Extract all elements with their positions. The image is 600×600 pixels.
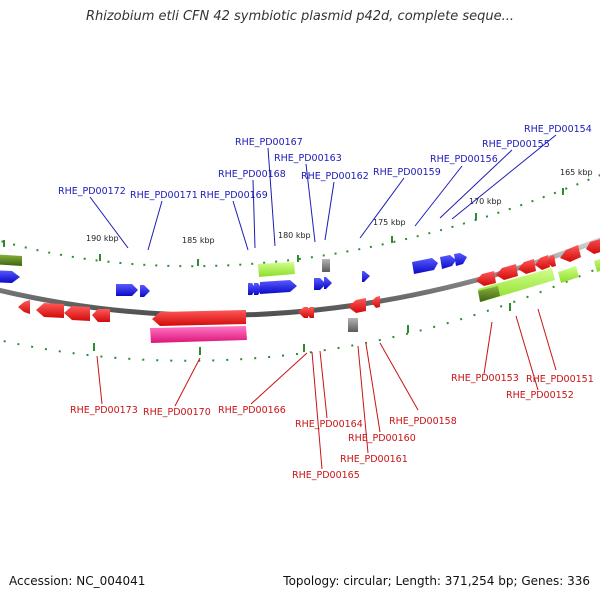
reverse-cds	[18, 300, 30, 314]
reverse-cds	[36, 303, 64, 318]
other-feature	[0, 254, 22, 266]
gene-label: RHE_PD00154	[524, 124, 592, 135]
reverse-cds	[547, 255, 556, 267]
gene-label: RHE_PD00152	[506, 390, 574, 401]
gene-label: RHE_PD00162	[301, 171, 369, 182]
rna-feature	[558, 266, 579, 283]
reverse-cds	[496, 264, 518, 280]
forward-cds	[0, 270, 20, 283]
forward-cds	[260, 280, 297, 294]
gene-label: RHE_PD00173	[70, 405, 138, 416]
accession-text: Accession: NC_004041	[9, 574, 146, 588]
misc-feature	[322, 259, 330, 272]
gene-label: RHE_PD00161	[340, 454, 408, 465]
gene-label: RHE_PD00172	[58, 186, 126, 197]
gene-label: RHE_PD00158	[389, 416, 457, 427]
forward-cds	[140, 285, 150, 297]
forward-cds-features	[0, 253, 467, 297]
reverse-cds-features	[18, 239, 600, 326]
tick-label: 175 kbp	[373, 218, 406, 227]
gene-label: RHE_PD00164	[295, 419, 363, 430]
gene-label: RHE_PD00168	[218, 169, 286, 180]
outer-major-ticks	[3, 188, 564, 266]
leader-lines-bottom	[96, 308, 557, 470]
reverse-cds	[371, 296, 380, 308]
forward-cds	[412, 258, 438, 274]
gene-labels-top: RHE_PD00172 RHE_PD00171 RHE_PD00169 RHE_…	[58, 124, 592, 201]
gene-labels-bottom: RHE_PD00173 RHE_PD00170 RHE_PD00166 RHE_…	[70, 373, 594, 481]
gene-label: RHE_PD00167	[235, 137, 303, 148]
rna-features	[0, 254, 600, 302]
misc-features	[322, 259, 358, 332]
forward-cds	[440, 255, 456, 269]
gene-label: RHE_PD00171	[130, 190, 198, 201]
gene-label: RHE_PD00156	[430, 154, 498, 165]
gene-label: RHE_PD00166	[218, 405, 286, 416]
tick-labels: 190 kbp 185 kbp 180 kbp 175 kbp 170 kbp …	[86, 168, 593, 245]
pseudogene-feature	[150, 326, 247, 343]
reverse-cds	[518, 259, 536, 274]
rna-feature	[594, 259, 600, 272]
gene-label: RHE_PD00153	[451, 373, 519, 384]
gene-label: RHE_PD00151	[526, 374, 594, 385]
gene-label: RHE_PD00165	[292, 470, 360, 481]
tick-label: 180 kbp	[278, 231, 311, 240]
reverse-cds	[535, 255, 550, 270]
gene-label: RHE_PD00170	[143, 407, 211, 418]
reverse-cds	[152, 310, 246, 326]
reverse-cds	[476, 271, 496, 286]
gene-label: RHE_PD00159	[373, 167, 441, 178]
reverse-cds	[586, 239, 600, 254]
gene-label: RHE_PD00169	[200, 190, 268, 201]
leader-lines-top	[89, 134, 557, 251]
reverse-cds	[560, 245, 581, 262]
other-feature	[478, 286, 500, 302]
forward-cds	[454, 253, 467, 266]
gene-label: RHE_PD00155	[482, 139, 550, 150]
tick-label: 165 kbp	[560, 168, 593, 177]
reverse-cds	[348, 298, 366, 313]
misc-feature	[348, 318, 358, 332]
topology-summary-text: Topology: circular; Length: 371,254 bp; …	[283, 574, 590, 588]
inner-major-ticks	[93, 303, 511, 355]
gene-label: RHE_PD00160	[348, 433, 416, 444]
reverse-cds	[92, 309, 110, 322]
forward-cds	[116, 284, 138, 296]
gene-label: RHE_PD00163	[274, 153, 342, 164]
map-title: Rhizobium etli CFN 42 symbiotic plasmid …	[85, 9, 515, 24]
tick-label: 190 kbp	[86, 234, 119, 243]
reverse-cds	[305, 307, 314, 318]
reverse-cds	[298, 307, 308, 318]
forward-cds	[362, 271, 370, 282]
rna-feature	[258, 262, 295, 277]
tick-label: 170 kbp	[469, 197, 502, 206]
tick-label: 185 kbp	[182, 236, 215, 245]
reverse-cds	[64, 306, 90, 321]
forward-cds	[324, 277, 332, 289]
forward-cds	[314, 278, 326, 290]
